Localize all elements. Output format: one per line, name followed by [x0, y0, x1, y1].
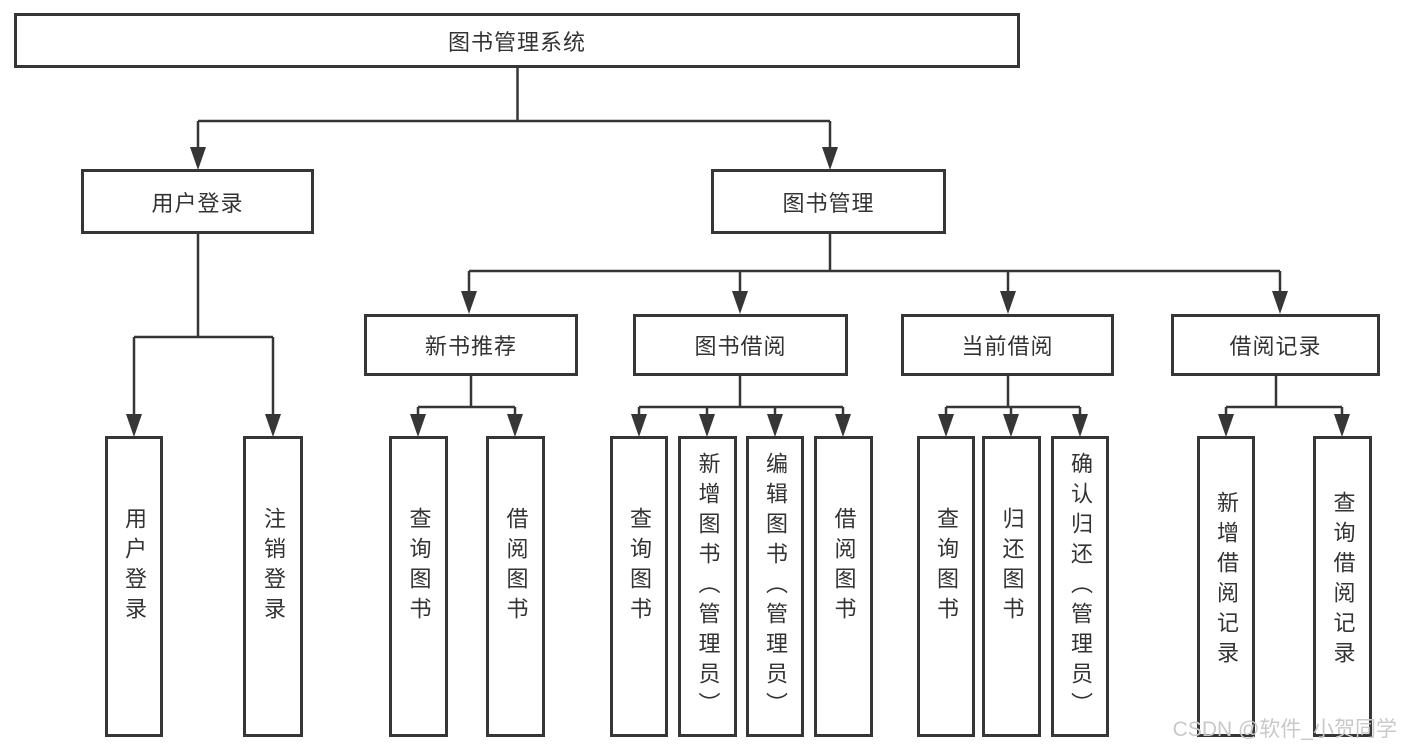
leaf-return-books: 归还图书: [982, 436, 1041, 737]
arrowheads: [126, 147, 1350, 437]
node-label: 借阅记录: [1229, 334, 1322, 359]
node-current-borrow: 当前借阅: [901, 314, 1114, 376]
node-book-management: 图书管理: [711, 169, 946, 234]
leaf-query-borrow-record: 查询借阅记录: [1313, 436, 1372, 737]
leaf-label: 确认归还（管理员）: [1068, 451, 1093, 722]
leaf-label: 查询借阅记录: [1330, 490, 1356, 671]
leaf-logout: 注销登录: [243, 436, 303, 737]
leaf-label: 用户登录: [122, 506, 147, 627]
leaf-label: 查询图书: [627, 506, 652, 627]
leaf-label: 查询图书: [406, 506, 432, 627]
leaf-label: 借阅图书: [831, 506, 857, 627]
leaf-add-book-admin: 新增图书（管理员）: [678, 436, 737, 737]
node-new-book-recommend: 新书推荐: [364, 314, 578, 376]
leaf-label: 借阅图书: [503, 506, 529, 627]
node-user-login: 用户登录: [81, 169, 314, 234]
node-label: 图书借阅: [694, 334, 787, 359]
csdn-watermark: CSDN @软件_小贺同学: [1172, 718, 1397, 741]
node-borrow-records: 借阅记录: [1171, 314, 1380, 376]
leaf-query-books-borrow: 查询图书: [610, 436, 668, 737]
node-label: 当前借阅: [961, 334, 1054, 359]
node-book-borrow: 图书借阅: [633, 314, 848, 376]
leaf-label: 新增图书（管理员）: [695, 451, 721, 722]
leaf-query-books-current: 查询图书: [917, 436, 975, 737]
leaf-user-login: 用户登录: [105, 436, 163, 737]
leaf-label: 新增借阅记录: [1214, 490, 1239, 671]
leaf-add-borrow-record: 新增借阅记录: [1197, 436, 1255, 737]
node-label: 新书推荐: [424, 334, 517, 359]
leaf-borrow-books: 借阅图书: [814, 436, 873, 737]
leaf-label: 查询图书: [934, 506, 959, 627]
leaf-label: 编辑图书（管理员）: [763, 451, 788, 722]
leaf-borrow-books-recommend: 借阅图书: [486, 436, 545, 737]
node-label: 用户登录: [151, 190, 244, 216]
leaf-edit-book-admin: 编辑图书（管理员）: [746, 436, 804, 737]
leaf-query-books-recommend: 查询图书: [389, 436, 448, 737]
leaf-label: 注销登录: [261, 506, 286, 627]
leaf-confirm-return-admin: 确认归还（管理员）: [1051, 436, 1109, 737]
leaf-label: 归还图书: [999, 506, 1025, 627]
connector-segments: [132, 68, 1344, 416]
node-label: 图书管理系统: [447, 29, 586, 55]
node-library-management-system: 图书管理系统: [14, 13, 1020, 68]
node-label: 图书管理: [782, 190, 875, 216]
